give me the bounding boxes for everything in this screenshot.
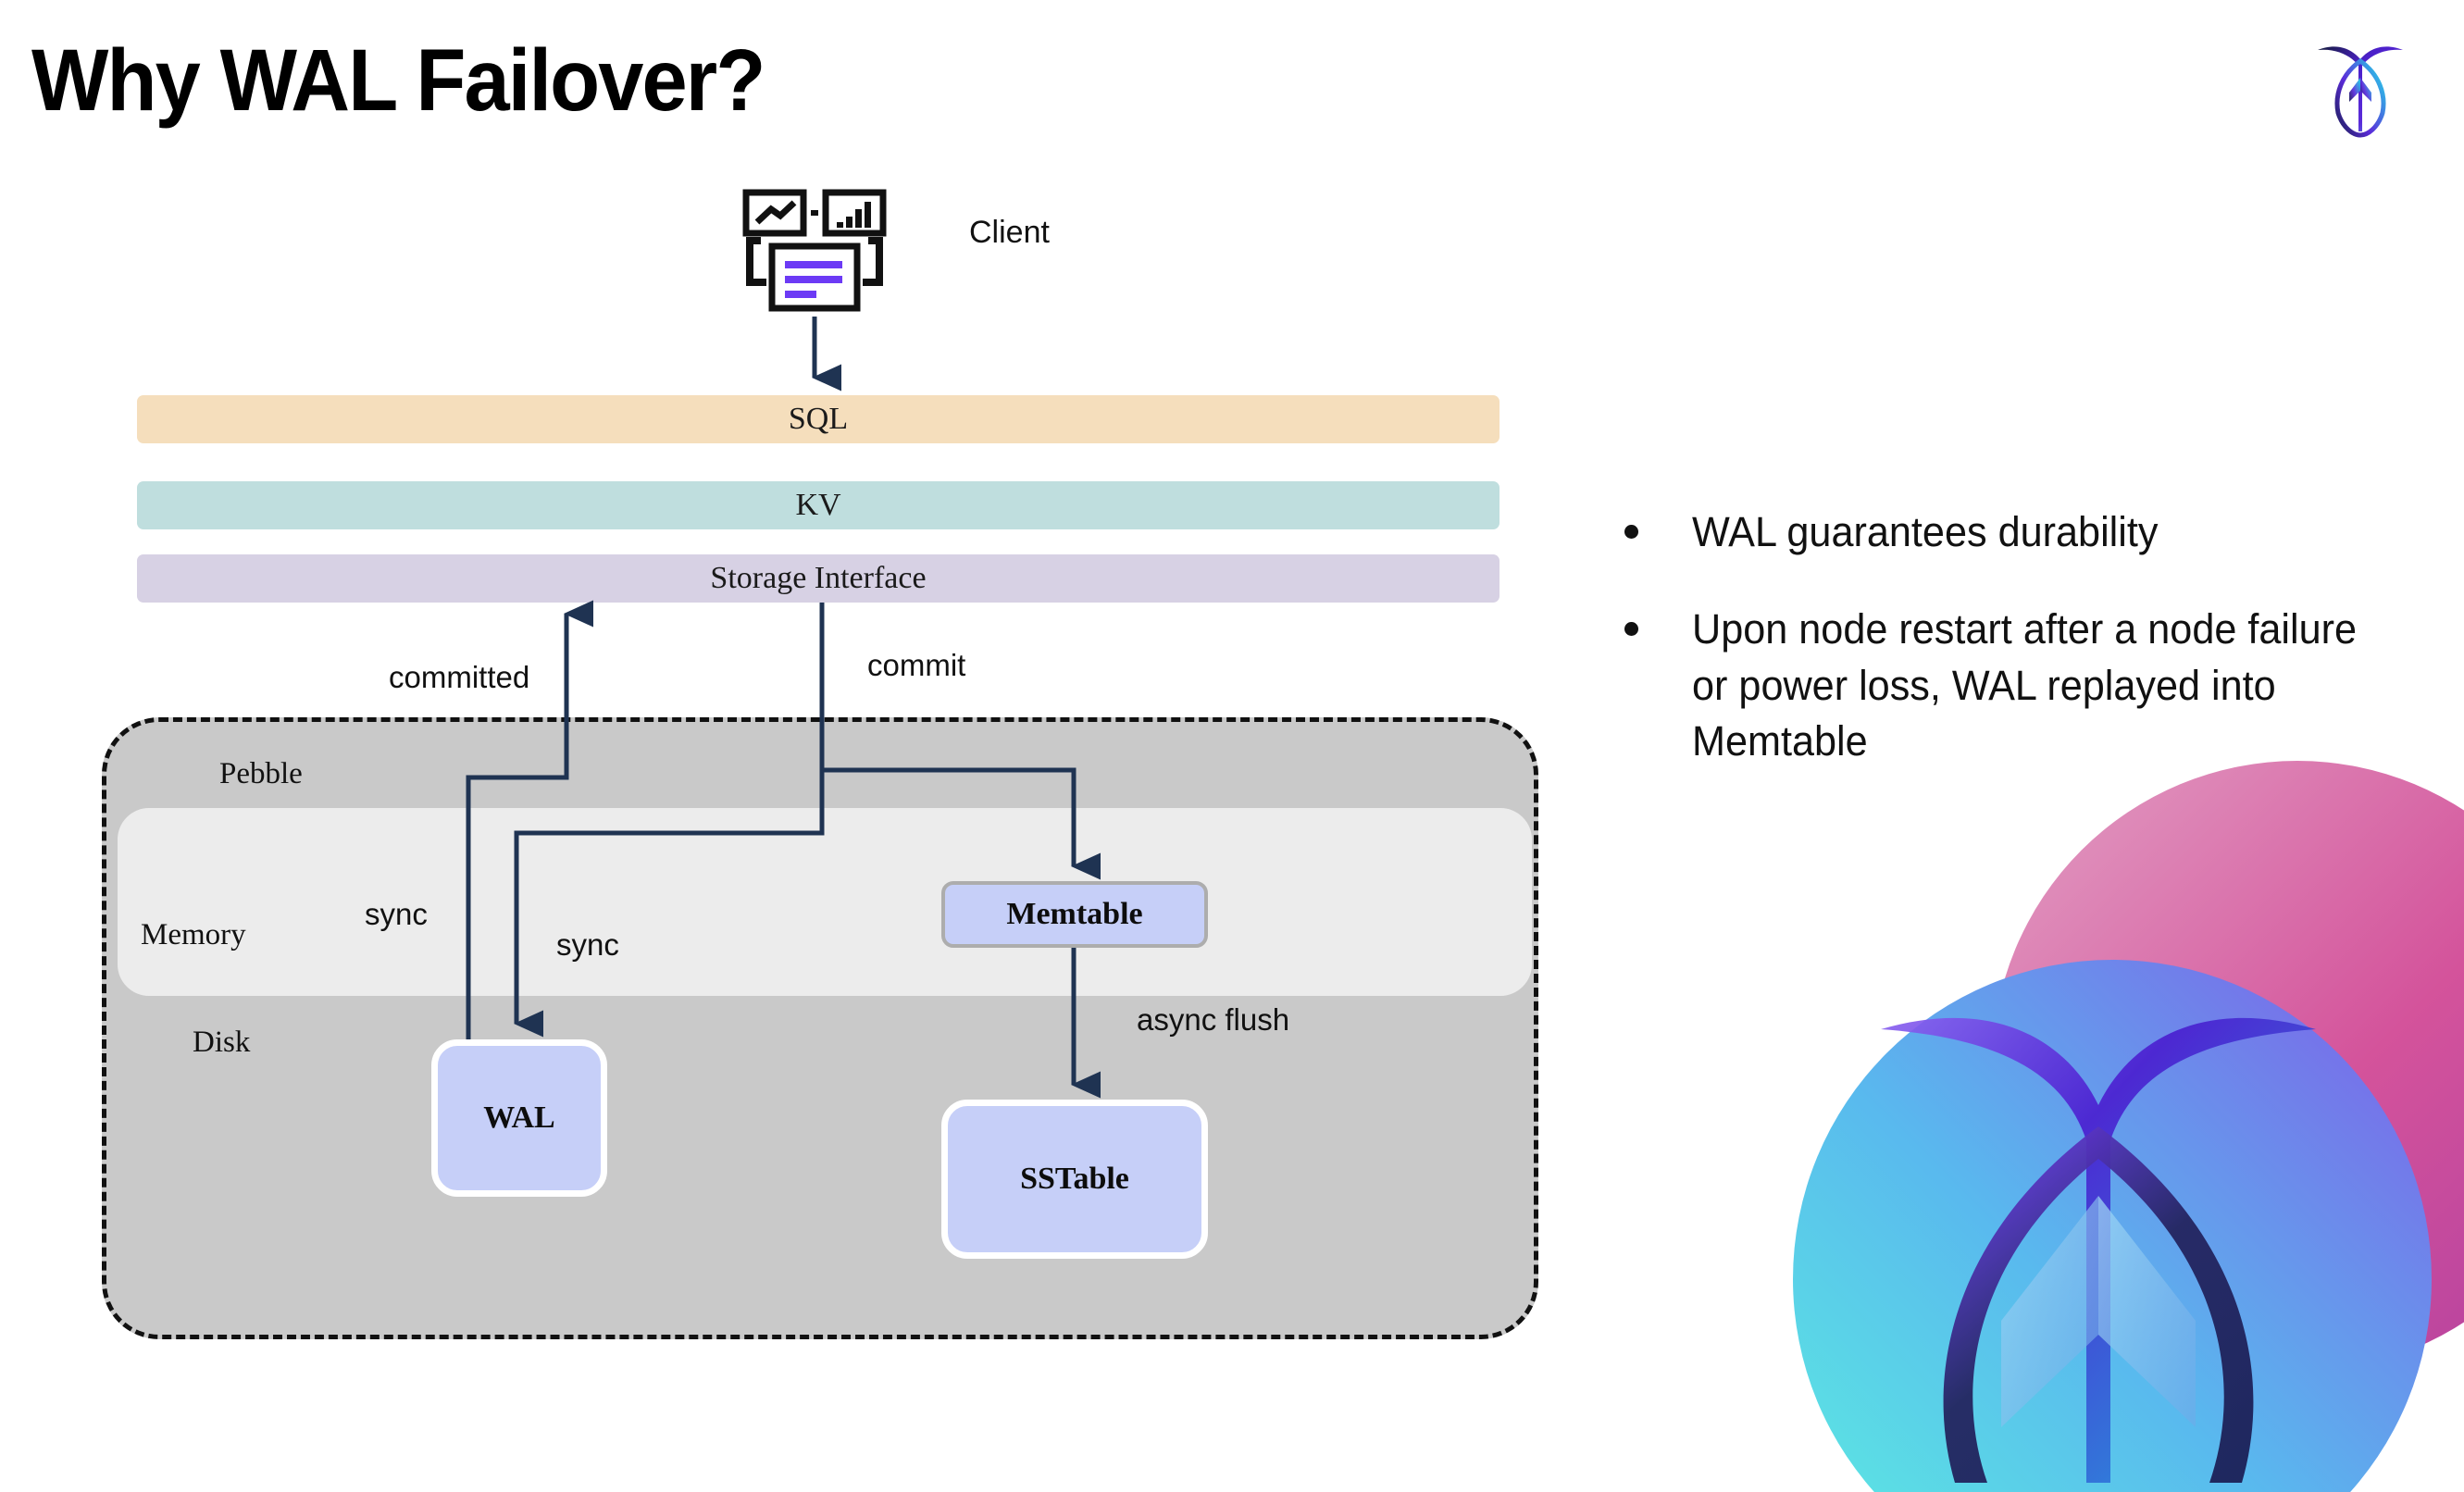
bullet-text: WAL guarantees durability bbox=[1692, 508, 2159, 555]
edge-label-commit: commit bbox=[867, 648, 966, 682]
layer-sql: SQL bbox=[137, 395, 1500, 443]
edge-label-async-flush: async flush bbox=[1137, 1002, 1290, 1037]
edge-label-sync-right: sync bbox=[556, 927, 619, 962]
node-sstable: SSTable bbox=[941, 1100, 1208, 1259]
layer-storage-interface: Storage Interface bbox=[137, 554, 1500, 603]
bullet-list: WAL guarantees durability Upon node rest… bbox=[1624, 504, 2393, 811]
list-item: WAL guarantees durability bbox=[1624, 504, 2393, 561]
cockroachdb-watermark-icon bbox=[1793, 761, 2464, 1492]
list-item: Upon node restart after a node failure o… bbox=[1624, 602, 2393, 770]
edge-label-sync-left: sync bbox=[365, 897, 428, 931]
edge-label-committed: committed bbox=[389, 660, 530, 694]
pebble-container: Pebble bbox=[102, 717, 1538, 1339]
bullet-dot-icon bbox=[1624, 621, 1638, 636]
page-title: Why WAL Failover? bbox=[31, 31, 765, 130]
layer-sql-label: SQL bbox=[788, 402, 849, 436]
memory-label: Memory bbox=[141, 918, 246, 951]
layer-kv-label: KV bbox=[795, 488, 841, 522]
node-wal: WAL bbox=[431, 1039, 607, 1197]
client-label: Client bbox=[969, 215, 1050, 250]
bullet-text: Upon node restart after a node failure o… bbox=[1692, 604, 2358, 765]
cockroachdb-logo-icon bbox=[2318, 46, 2403, 138]
node-sstable-label: SSTable bbox=[1020, 1162, 1129, 1196]
client-monitor-icon bbox=[742, 189, 887, 312]
bullet-dot-icon bbox=[1624, 525, 1638, 539]
memory-region bbox=[118, 808, 1532, 996]
layer-storage-interface-label: Storage Interface bbox=[710, 561, 927, 595]
layer-kv: KV bbox=[137, 481, 1500, 529]
architecture-diagram: Client SQL KV Storage Interface Pebble M… bbox=[102, 189, 1538, 1339]
node-wal-label: WAL bbox=[483, 1100, 555, 1135]
node-memtable: Memtable bbox=[941, 881, 1208, 948]
node-memtable-label: Memtable bbox=[1006, 897, 1143, 931]
disk-label: Disk bbox=[193, 1026, 251, 1059]
pebble-label: Pebble bbox=[219, 757, 303, 790]
